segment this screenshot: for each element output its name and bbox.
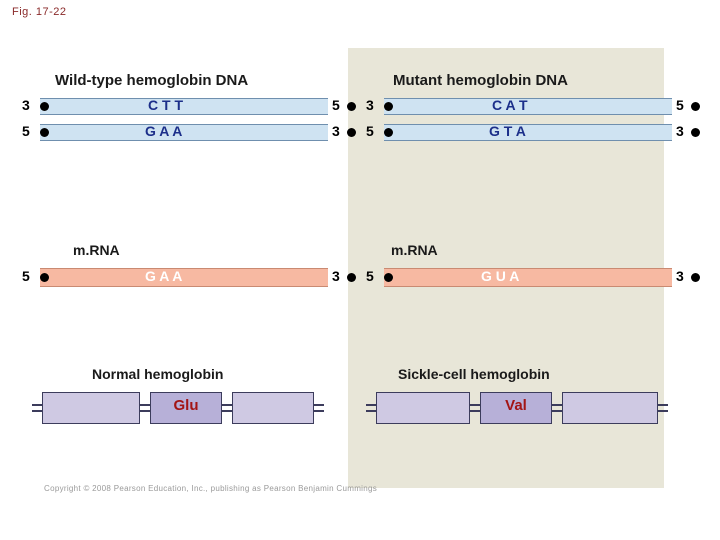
wild-type-dna-bottom-bases: G A A xyxy=(145,123,183,139)
mutant-mrna-left-end: 5 xyxy=(366,268,374,284)
wild-type-mrna-bases: G A A xyxy=(145,268,183,284)
normal-protein-connector-left xyxy=(32,404,42,412)
wild-type-dna-top-strand xyxy=(40,98,328,115)
mutant-mrna-strand xyxy=(384,268,672,287)
normal-protein-box-1 xyxy=(42,392,140,424)
mutant-dna-top-left-end-dot xyxy=(384,102,393,111)
normal-protein-box-highlight xyxy=(150,392,222,424)
mutant-dna-bottom-left-end: 5 xyxy=(366,123,374,139)
mutant-title: Mutant hemoglobin DNA xyxy=(393,72,568,89)
wild-type-mrna-left-end: 5 xyxy=(22,268,30,284)
sickle-cell-hemoglobin-title: Sickle-cell hemoglobin xyxy=(398,366,550,382)
wild-type-mrna-right-end-dot xyxy=(347,273,356,282)
sickle-protein-box-1 xyxy=(376,392,470,424)
wild-type-dna-bottom-left-end-dot xyxy=(40,128,49,137)
sickle-protein-connector-1 xyxy=(470,404,480,412)
wild-type-dna-top-right-end: 5 xyxy=(332,97,340,113)
mutant-dna-top-left-end: 3 xyxy=(366,97,374,113)
sickle-protein-connector-right xyxy=(658,404,668,412)
mutant-dna-bottom-right-end-dot xyxy=(691,128,700,137)
wild-type-mrna-strand xyxy=(40,268,328,287)
wild-type-mrna-title: m.RNA xyxy=(73,242,120,258)
normal-hemoglobin-title: Normal hemoglobin xyxy=(92,366,224,382)
copyright-notice: Copyright © 2008 Pearson Education, Inc.… xyxy=(44,484,378,493)
wild-type-mrna-right-end: 3 xyxy=(332,268,340,284)
wild-type-dna-bottom-left-end: 5 xyxy=(22,123,30,139)
mutant-dna-bottom-bases: G T A xyxy=(489,123,526,139)
mutant-dna-top-bases: C A T xyxy=(492,97,528,113)
normal-protein-highlight-label: Glu xyxy=(173,397,199,414)
mutant-dna-bottom-left-end-dot xyxy=(384,128,393,137)
wild-type-title: Wild-type hemoglobin DNA xyxy=(55,72,249,89)
mutant-dna-bottom-right-end: 3 xyxy=(676,123,684,139)
sickle-protein-box-highlight xyxy=(480,392,552,424)
normal-protein-box-2 xyxy=(232,392,314,424)
mutant-mrna-title: m.RNA xyxy=(391,242,438,258)
mutant-mrna-right-end-dot xyxy=(691,273,700,282)
wild-type-dna-bottom-strand xyxy=(40,124,328,141)
wild-type-dna-top-right-end-dot xyxy=(347,102,356,111)
sickle-protein-box-2 xyxy=(562,392,658,424)
normal-protein-connector-2 xyxy=(222,404,232,412)
wild-type-dna-top-bases: C T T xyxy=(148,97,183,113)
wild-type-dna-bottom-right-end: 3 xyxy=(332,123,340,139)
normal-protein-connector-right xyxy=(314,404,324,412)
wild-type-dna-top-left-end-dot xyxy=(40,102,49,111)
sickle-protein-highlight-label: Val xyxy=(505,397,527,414)
wild-type-mrna-left-end-dot xyxy=(40,273,49,282)
sickle-protein-connector-left xyxy=(366,404,376,412)
mutant-mrna-left-end-dot xyxy=(384,273,393,282)
wild-type-dna-top-left-end: 3 xyxy=(22,97,30,113)
figure-label: Fig. 17-22 xyxy=(12,6,67,18)
wild-type-dna-bottom-right-end-dot xyxy=(347,128,356,137)
mutant-dna-bottom-strand xyxy=(384,124,672,141)
sickle-protein-connector-2 xyxy=(552,404,562,412)
mutant-dna-top-right-end: 5 xyxy=(676,97,684,113)
mutant-mrna-right-end: 3 xyxy=(676,268,684,284)
normal-protein-connector-1 xyxy=(140,404,150,412)
mutant-mrna-bases: G U A xyxy=(481,268,520,284)
mutant-dna-top-right-end-dot xyxy=(691,102,700,111)
mutant-dna-top-strand xyxy=(384,98,672,115)
